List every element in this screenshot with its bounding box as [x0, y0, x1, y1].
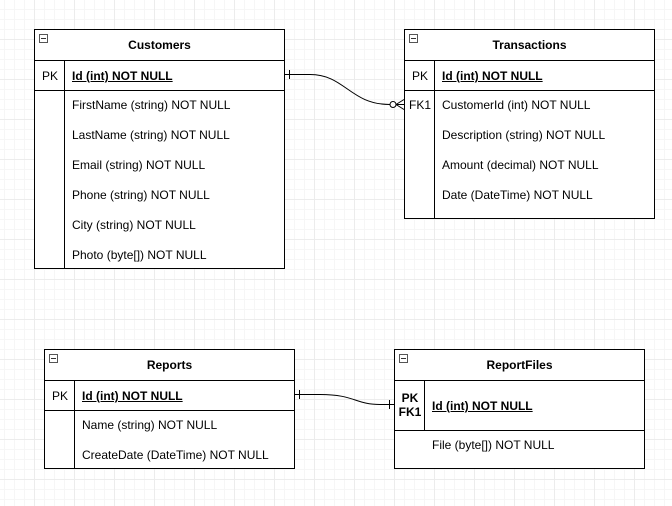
key-column — [405, 61, 435, 90]
field-row: File (byte[]) NOT NULL — [432, 438, 555, 452]
crows-foot-icon — [395, 99, 405, 110]
primary-key-row: PK Id (int) NOT NULL — [405, 60, 654, 91]
key-column — [45, 381, 75, 410]
reports-reportfiles-relationship[interactable] — [295, 390, 394, 409]
table-title: Reports — [146, 358, 193, 372]
fk-label: FK1 — [398, 405, 422, 419]
pk-label: PK — [41, 69, 58, 83]
reports-table[interactable]: Reports PK Id (int) NOT NULL Name (strin… — [44, 349, 295, 469]
key-column — [45, 410, 75, 468]
field-row: Date (DateTime) NOT NULL — [442, 188, 593, 202]
table-title: ReportFiles — [486, 358, 553, 372]
fk-label: FK1 — [408, 98, 431, 112]
pk-label: PK — [51, 389, 68, 403]
field-row: Photo (byte[]) NOT NULL — [72, 248, 207, 262]
field-row: LastName (string) NOT NULL — [72, 128, 230, 142]
relationship-line — [285, 74, 404, 105]
zero-mark-icon — [389, 101, 397, 108]
pk-field: Id (int) NOT NULL — [442, 69, 543, 83]
pk-field: Id (int) NOT NULL — [82, 389, 183, 403]
key-column — [35, 61, 65, 90]
field-row: CreateDate (DateTime) NOT NULL — [82, 448, 269, 462]
collapse-icon[interactable] — [39, 34, 48, 43]
table-title: Customers — [128, 38, 191, 52]
pk-label: PK — [411, 69, 428, 83]
collapse-icon[interactable] — [409, 34, 418, 43]
field-row: City (string) NOT NULL — [72, 218, 196, 232]
field-row: FirstName (string) NOT NULL — [72, 98, 231, 112]
collapse-icon[interactable] — [399, 354, 408, 363]
transactions-table[interactable]: Transactions PK Id (int) NOT NULL FK1 Cu… — [404, 29, 655, 219]
collapse-icon[interactable] — [49, 354, 58, 363]
field-row: Phone (string) NOT NULL — [72, 188, 210, 202]
field-row: Email (string) NOT NULL — [72, 158, 206, 172]
customers-table[interactable]: Customers PK Id (int) NOT NULL FirstName… — [34, 29, 285, 269]
key-column — [395, 381, 425, 430]
reportfiles-table[interactable]: ReportFiles PK FK1 Id (int) NOT NULL Fil… — [394, 349, 645, 469]
primary-key-row: PK FK1 Id (int) NOT NULL — [395, 380, 644, 431]
table-title: Transactions — [492, 38, 567, 52]
key-column — [35, 90, 65, 268]
relationship-line — [295, 394, 394, 405]
primary-key-row: PK Id (int) NOT NULL — [35, 60, 284, 91]
field-row: Description (string) NOT NULL — [442, 128, 606, 142]
field-row: Amount (decimal) NOT NULL — [442, 158, 599, 172]
field-row: CustomerId (int) NOT NULL — [442, 98, 591, 112]
field-row: Name (string) NOT NULL — [82, 418, 218, 432]
pk-field: Id (int) NOT NULL — [72, 69, 173, 83]
pk-label: PK — [401, 391, 419, 405]
pk-field: Id (int) NOT NULL — [432, 399, 533, 413]
primary-key-row: PK Id (int) NOT NULL — [45, 380, 294, 411]
key-column — [405, 90, 435, 218]
customers-transactions-relationship[interactable] — [285, 70, 405, 110]
